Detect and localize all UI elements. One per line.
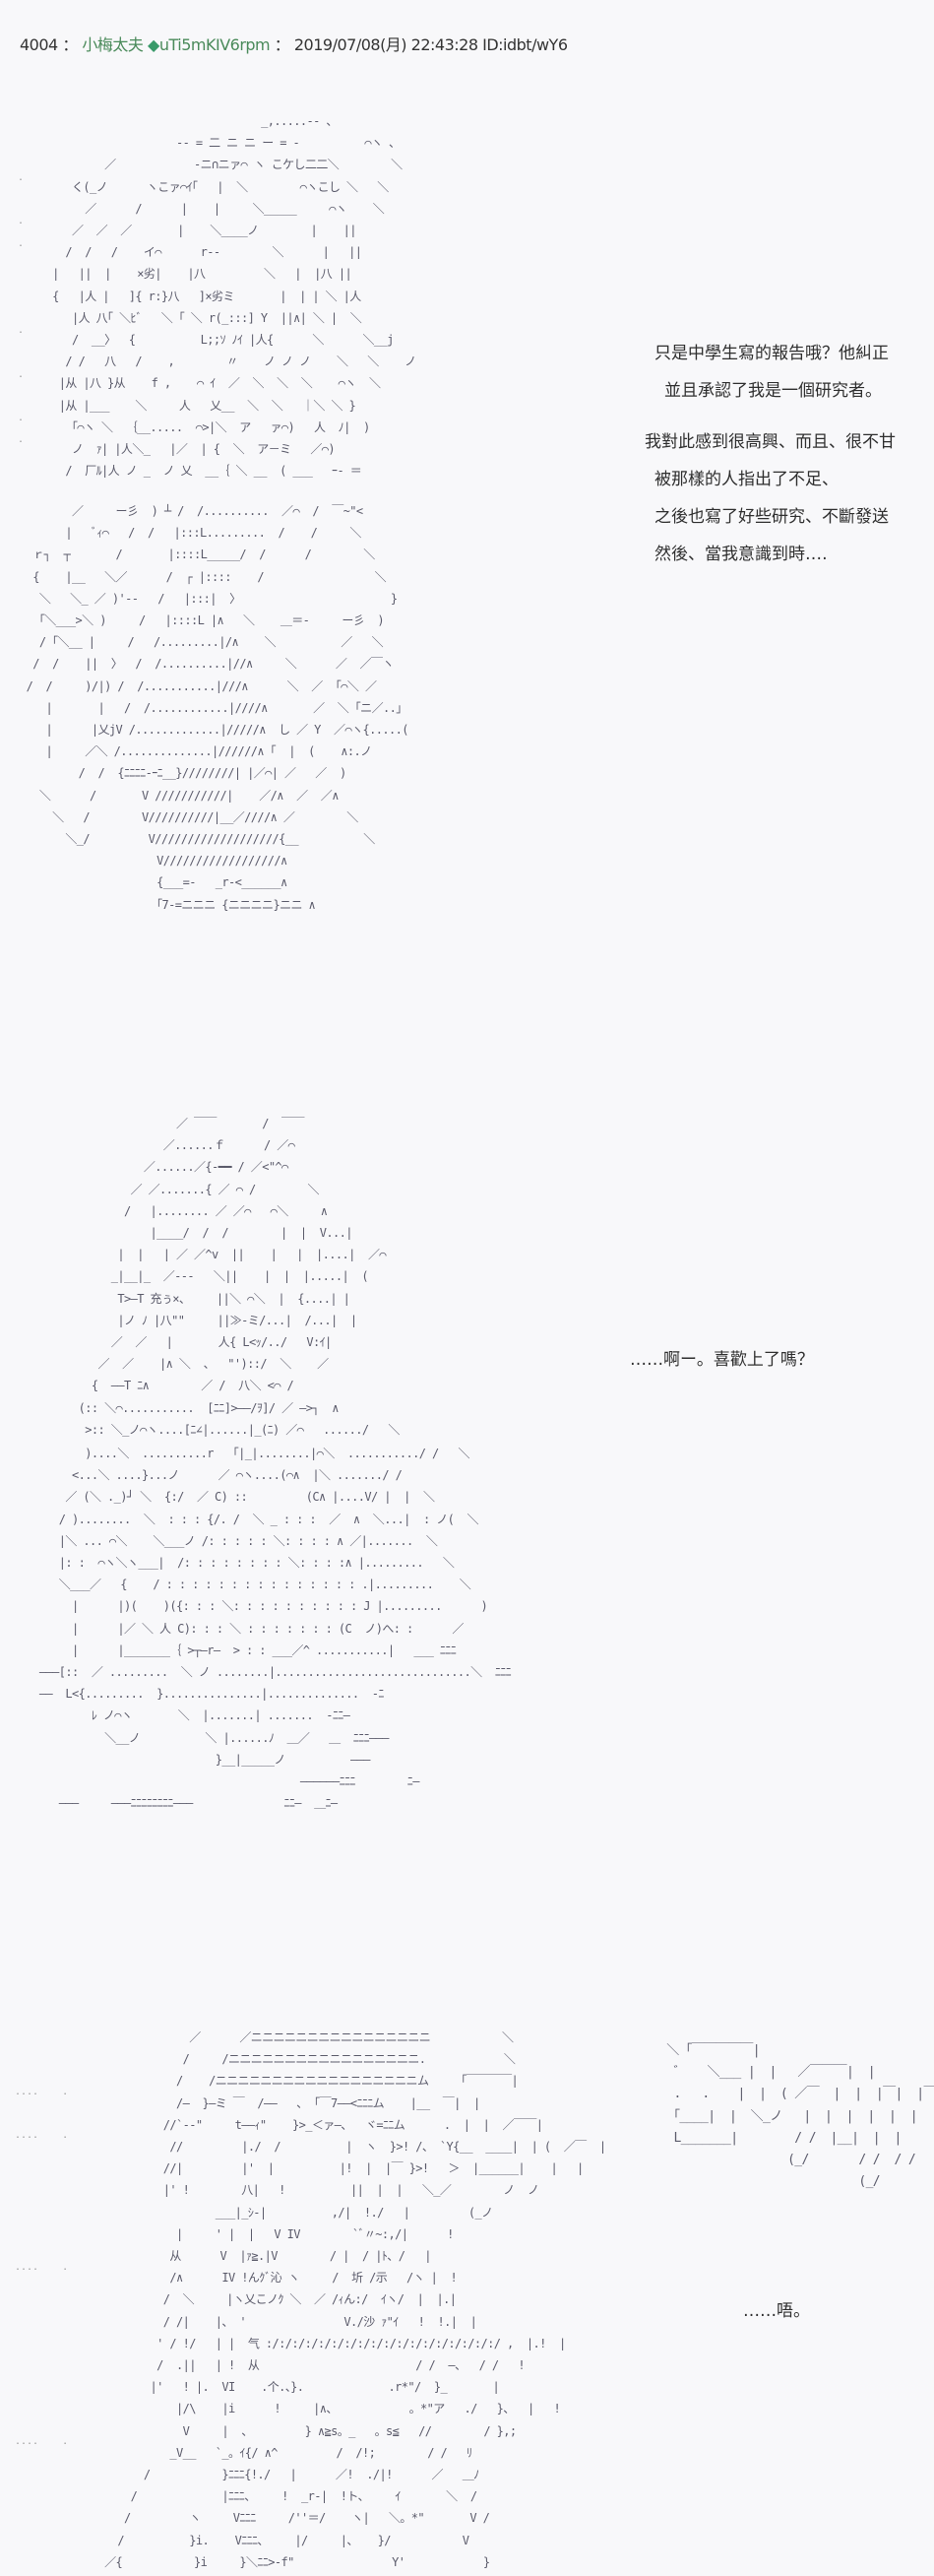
trip-diamond-icon: ◆ — [148, 35, 159, 54]
dialogue-line: 並且承認了我是一個研究者。 — [664, 381, 882, 401]
dialogue-block-3: ‥‥‥唔。 — [743, 2292, 810, 2330]
dialogue-line: ‥‥‥啊ー。喜歡上了嗎？ — [630, 1350, 814, 1370]
dialogue-line: 我對此感到很高興、而且、很不甘 — [645, 432, 896, 452]
margin-dots: . . . . . . . — [18, 172, 25, 446]
margin-dots: .... . .... . .... . .... . — [15, 2087, 69, 2448]
ascii-art-girl-tea: ／ ￣￣ / ￣￣ ／......ｆ / ／⌒ ／......／{‐━━ / ／… — [78, 1117, 401, 1437]
dialogue-line: 只是中學生寫的報告哦？他糾正 — [654, 344, 889, 363]
dialogue-line: 之後也寫了好些研究、不斷發送 — [654, 507, 889, 527]
ascii-art-girl-tea-lower: )....＼ ..........r ｢|_|........|⌒＼ .....… — [38, 1447, 512, 1811]
author-name[interactable]: 小梅太夫 — [82, 35, 144, 54]
dialogue-line: 然後、當我意識到時‥‥ — [654, 545, 828, 564]
separator: ： — [274, 35, 290, 54]
dialogue-block-2: ‥‥‥啊ー。喜歡上了嗎？ — [630, 1341, 814, 1379]
post-date: 2019/07/08(月) — [293, 35, 407, 54]
post-time: 22:43:28 — [410, 35, 478, 54]
post-header: 4004 ： 小梅太夫 ◆uTi5mKIV6rpm ： 2019/07/08(月… — [20, 32, 568, 55]
dialogue-line: ‥‥‥唔。 — [743, 2301, 811, 2321]
trip-code: uTi5mKIV6rpm — [158, 35, 271, 54]
dialogue-line: 被那樣的人指出了不足、 — [654, 470, 839, 489]
separator: ： — [62, 35, 78, 54]
post-id[interactable]: ID:idbt/wY6 — [482, 35, 568, 54]
ascii-art-girl-pondering: ／ ／ニニニニニニニニニニニニニニニニ ＼ / /ニニニニニニニニニニニニニニニ… — [104, 2030, 606, 2569]
post-number: 4004 — [20, 35, 58, 54]
ascii-art-girl-lower: ／ ー彡 ) ┴ / /.......... ／⌒ / ￣~"< | ﾞｨ⌒ /… — [26, 504, 409, 912]
ascii-art-sfx-jiii: ＼ ｢￣￣￣￣￣| ゛ ＼___ | | ／￣￣￣| | . . | | ( ／… — [666, 2043, 934, 2190]
dialogue-block-1: 只是中學生寫的報告哦？他糾正 並且承認了我是一個研究者。 我對此感到很高興、而且… — [645, 335, 896, 573]
ascii-art-girl-holding-paper: _,.....-- 、 -‐ = 二 ニ ニ ー = - ⌒ヽ 、 ／ -ニ∩ニ… — [52, 114, 416, 479]
